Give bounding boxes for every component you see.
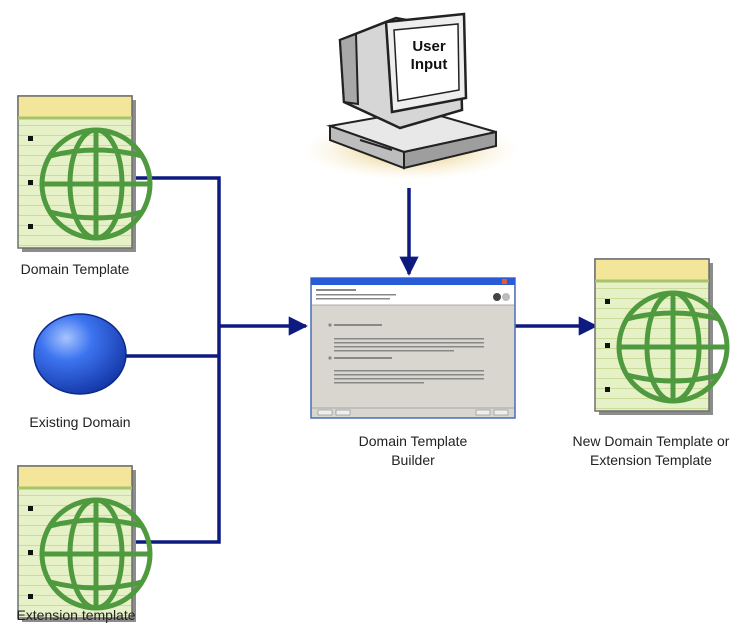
output-label: New Domain Template or Extension Templat… — [548, 432, 754, 470]
existing-domain-icon — [33, 313, 127, 395]
existing-domain-label: Existing Domain — [29, 414, 131, 430]
output-label-line-2: Extension Template — [590, 452, 712, 468]
extension-template-label: Extension template — [16, 607, 136, 623]
computer-icon — [303, 12, 519, 180]
builder-label: Domain Template Builder — [333, 432, 493, 470]
output-label-line-1: New Domain Template or — [572, 433, 730, 449]
connector-lines — [126, 176, 598, 544]
builder-label-line-1: Domain Template — [358, 433, 468, 449]
output-template-icon — [595, 259, 727, 415]
user-input-label: User Input — [398, 38, 460, 74]
extension-template-icon — [18, 466, 150, 622]
user-input-line-2: Input — [410, 56, 448, 73]
line-domain-template — [133, 176, 221, 544]
builder-label-line-2: Builder — [391, 452, 435, 468]
wizard-window-icon — [310, 277, 516, 419]
user-input-line-1: User — [412, 38, 446, 55]
domain-template-label: Domain Template — [20, 261, 130, 277]
domain-template-icon — [18, 96, 150, 252]
